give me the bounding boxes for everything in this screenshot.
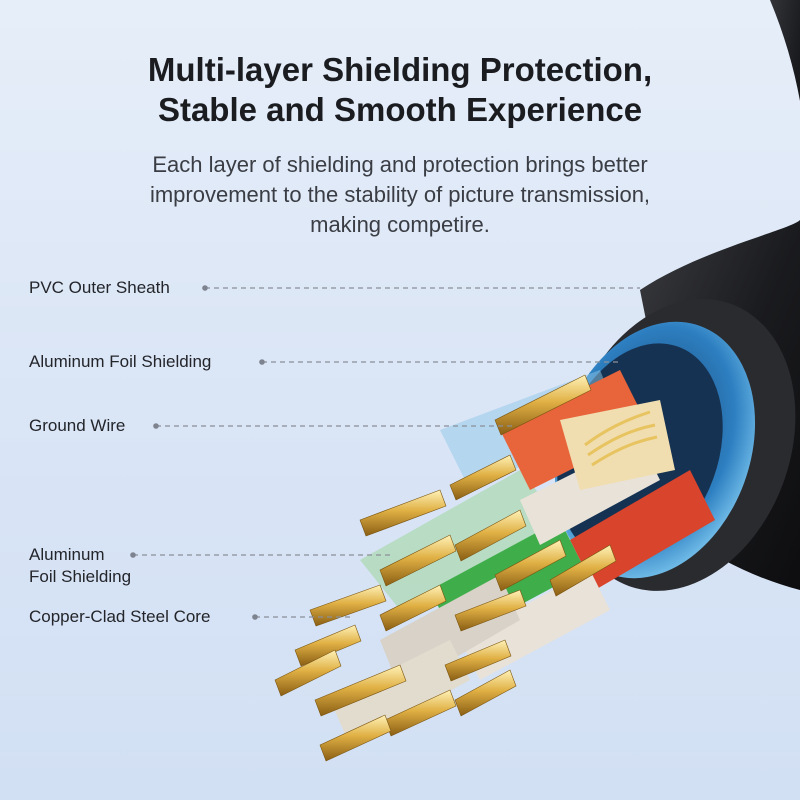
callout-aluminum-foil-shielding-inner: Aluminum Foil Shielding [29,544,131,588]
callout-dot-icon [202,285,208,291]
description-line-1: Each layer of shielding and protection b… [152,152,648,177]
callout-dot-icon [130,552,136,558]
ground-wire-strands [584,410,658,467]
callout-dot-icon [252,614,258,620]
callout-label: Aluminum Foil Shielding [29,352,212,371]
callout-label: Ground Wire [29,416,126,435]
description: Each layer of shielding and protection b… [70,150,730,240]
callout-dot-icon [153,423,159,429]
description-line-2: improvement to the stability of picture … [149,182,651,207]
callout-aluminum-foil-shielding: Aluminum Foil Shielding [29,351,211,373]
callout-dot-icon [259,359,265,365]
callout-pvc-outer-sheath: PVC Outer Sheath [29,277,170,299]
callout-label-line-2: Foil Shielding [29,567,132,586]
callout-dots [130,285,265,620]
callout-label-line-1: Aluminum [29,545,105,564]
callout-label: PVC Outer Sheath [29,278,170,297]
callout-ground-wire: Ground Wire [29,415,125,437]
headline-line-2: Stable and Smooth Experience [157,91,643,128]
callout-leader-lines [133,287,640,618]
callout-copper-clad-steel-core: Copper-Clad Steel Core [29,606,210,628]
description-line-3: making competire. [310,212,490,237]
callout-label: Copper-Clad Steel Core [29,607,211,626]
wire-bundle [274,370,715,762]
headline: Multi-layer Shielding Protection, Stable… [40,50,760,130]
headline-line-1: Multi-layer Shielding Protection, [147,51,653,88]
gold-plated-pins [274,374,617,762]
